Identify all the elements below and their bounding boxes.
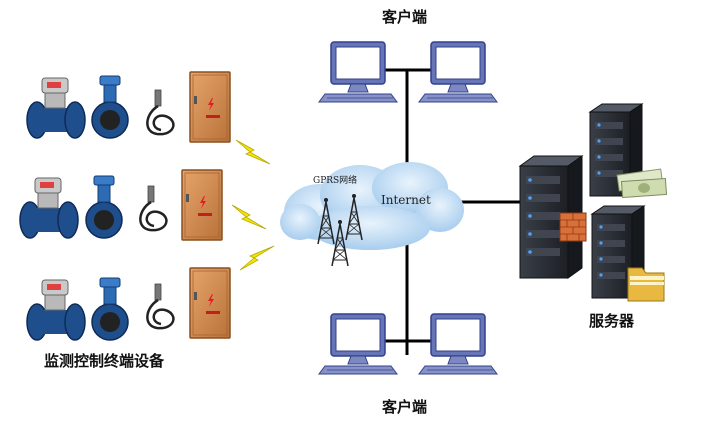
monitor-icon (318, 313, 398, 375)
sensor-icon (139, 184, 168, 232)
flowmeter-icon (26, 77, 86, 139)
device-row (19, 169, 223, 241)
folder-icon (627, 267, 665, 302)
device-row (26, 267, 231, 341)
control-cabinet-icon (189, 71, 231, 143)
internet-label: Internet (381, 193, 431, 207)
monitoring-devices (19, 71, 231, 341)
sensor-icon (146, 282, 175, 330)
valve-icon (91, 277, 129, 341)
flowmeter-icon (26, 279, 86, 341)
gprs-label: GPRS网络 (313, 176, 358, 186)
firewall-icon (559, 212, 587, 242)
valve-icon (85, 175, 123, 239)
client-label-bottom: 客户端 (382, 398, 428, 416)
money-icon (616, 168, 668, 199)
lightning-icon (231, 204, 267, 230)
devices-label: 监测控制终端设备 (44, 352, 165, 370)
monitor-icon (418, 41, 498, 103)
sensor-icon (146, 88, 175, 136)
monitor-icon (318, 41, 398, 103)
wireless-signal-icons (231, 139, 275, 271)
device-row (26, 71, 231, 143)
control-cabinet-icon (189, 267, 231, 339)
cloud-network (280, 162, 464, 250)
control-cabinet-icon (181, 169, 223, 241)
client-label-top: 客户端 (382, 8, 428, 26)
monitor-icon (418, 313, 498, 375)
servers-label: 服务器 (589, 312, 635, 330)
flowmeter-icon (19, 177, 79, 239)
lightning-icon (235, 139, 271, 165)
server-cluster (519, 103, 668, 302)
lightning-icon (239, 245, 275, 271)
valve-icon (91, 75, 129, 139)
